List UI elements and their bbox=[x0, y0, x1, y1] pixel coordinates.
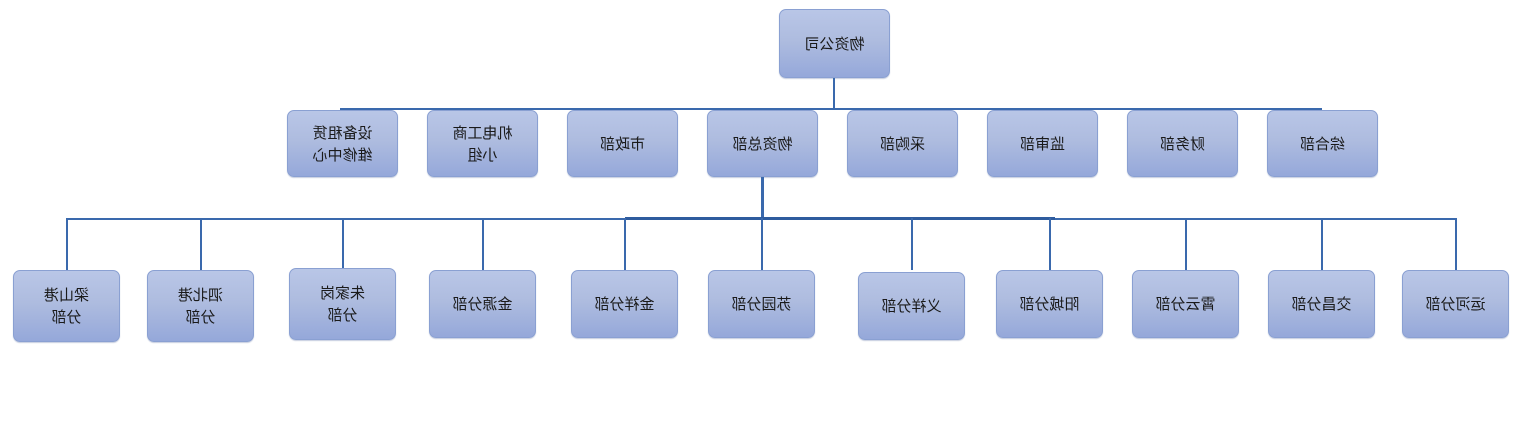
org-node-root[interactable]: 物资公司 bbox=[779, 9, 890, 78]
org-node-xiaoyun-branch[interactable]: 霄云分部 bbox=[1132, 270, 1239, 338]
connector-root-stem bbox=[833, 78, 835, 109]
connector-drop-l3-11 bbox=[1455, 218, 1457, 270]
org-node-label: 综合部 bbox=[1300, 134, 1346, 153]
org-node-yunhe-branch[interactable]: 运河分部 bbox=[1402, 270, 1509, 338]
org-node-audit-dept[interactable]: 监审部 bbox=[987, 110, 1098, 177]
org-node-yangcheng-branch[interactable]: 阳城分部 bbox=[996, 270, 1103, 338]
connector-drop-l3-1 bbox=[66, 218, 68, 270]
connector-materials-hq-stem bbox=[761, 177, 764, 219]
org-node-label: 义祥分部 bbox=[881, 297, 942, 315]
org-node-label: 市政部 bbox=[600, 134, 646, 153]
org-node-electromechanical-group[interactable]: 机电工商 小组 bbox=[427, 110, 538, 177]
org-node-jinyuan-branch[interactable]: 金源分部 bbox=[429, 270, 536, 338]
org-node-sibei-port-branch[interactable]: 泗北港 分部 bbox=[147, 270, 254, 342]
org-node-label: 金源分部 bbox=[452, 295, 513, 313]
org-node-label: 财务部 bbox=[1160, 134, 1206, 153]
connector-drop-l3-4 bbox=[482, 218, 484, 270]
org-node-label: 运河分部 bbox=[1425, 295, 1486, 313]
org-node-label: 泗北港 分部 bbox=[178, 286, 224, 326]
org-node-liangshan-port-branch[interactable]: 梁山港 分部 bbox=[13, 270, 120, 342]
org-node-jinxiang-branch[interactable]: 金祥分部 bbox=[571, 270, 678, 338]
org-node-label: 梁山港 分部 bbox=[44, 286, 90, 326]
connector-level3-bus-highlight bbox=[625, 217, 1055, 220]
org-node-municipal-dept[interactable]: 市政部 bbox=[567, 110, 678, 177]
connector-drop-l3-7 bbox=[911, 218, 913, 270]
connector-level2-bus bbox=[340, 108, 1321, 110]
org-node-label: 机电工商 小组 bbox=[452, 123, 513, 164]
org-node-finance-dept[interactable]: 财务部 bbox=[1127, 110, 1238, 177]
org-node-zhujiagang-branch[interactable]: 朱家岗 分部 bbox=[289, 268, 396, 340]
connector-drop-l3-6 bbox=[761, 218, 763, 270]
org-node-jiaochang-branch[interactable]: 交昌分部 bbox=[1268, 270, 1375, 338]
org-node-label: 交昌分部 bbox=[1291, 295, 1352, 313]
org-node-label: 物资总部 bbox=[732, 134, 793, 153]
org-node-label: 物资公司 bbox=[804, 34, 865, 53]
org-node-general-affairs-dept[interactable]: 综合部 bbox=[1267, 110, 1378, 177]
org-node-yixiang-branch[interactable]: 义祥分部 bbox=[858, 272, 965, 340]
org-node-suyuan-branch[interactable]: 苏园分部 bbox=[708, 270, 815, 338]
org-node-label: 采购部 bbox=[880, 134, 926, 153]
org-node-label: 苏园分部 bbox=[731, 295, 792, 313]
connector-drop-l3-3 bbox=[342, 218, 344, 270]
org-node-label: 金祥分部 bbox=[594, 295, 655, 313]
org-node-label: 朱家岗 分部 bbox=[320, 284, 366, 324]
org-node-equipment-leasing-center[interactable]: 设备租赁 维修中心 bbox=[287, 110, 398, 177]
connector-drop-l3-2 bbox=[200, 218, 202, 270]
connector-drop-l3-9 bbox=[1185, 218, 1187, 270]
org-node-label: 霄云分部 bbox=[1155, 295, 1216, 313]
org-node-label: 设备租赁 维修中心 bbox=[312, 123, 373, 164]
connector-drop-l3-5 bbox=[624, 218, 626, 270]
org-node-label: 阳城分部 bbox=[1019, 295, 1080, 313]
connector-drop-l3-10 bbox=[1321, 218, 1323, 270]
org-node-procurement-dept[interactable]: 采购部 bbox=[847, 110, 958, 177]
connector-drop-l3-8 bbox=[1049, 218, 1051, 270]
org-node-label: 监审部 bbox=[1020, 134, 1066, 153]
org-node-materials-headquarters[interactable]: 物资总部 bbox=[707, 110, 818, 177]
